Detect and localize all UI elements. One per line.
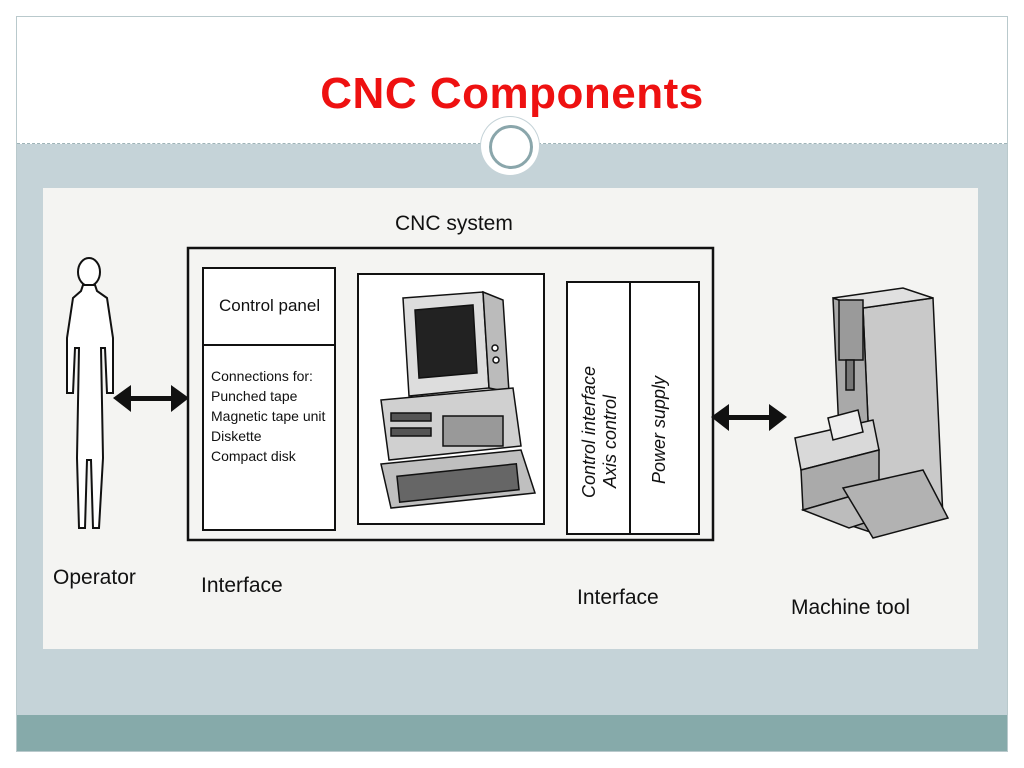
circle-ornament-ring (489, 125, 533, 169)
double-arrow-icon (711, 404, 787, 431)
connection-item: Punched tape (211, 388, 298, 404)
connection-item: Magnetic tape unit (211, 408, 326, 424)
interface-right-label: Interface (577, 586, 659, 609)
slide-frame (16, 16, 1008, 752)
double-arrow-icon (113, 385, 189, 412)
control-panel-label: Control panel (219, 296, 321, 315)
slide-title: CNC Components (320, 69, 704, 118)
cnc-diagram-figure: CNC system Control panel Connections for… (43, 188, 978, 649)
cnc-system-box (186, 246, 715, 542)
connections-heading: Connections for: (211, 368, 313, 384)
circle-ornament-icon (481, 117, 539, 175)
computer-icon (380, 290, 537, 509)
operator-label: Operator (53, 566, 136, 589)
cnc-system-label: CNC system (395, 212, 513, 235)
operator-figure-icon (66, 257, 114, 529)
cnc-diagram-graphic (66, 246, 950, 542)
axis-control-label: Axis control (600, 394, 620, 488)
control-panel-box (202, 267, 336, 531)
connection-item: Diskette (211, 428, 262, 444)
machine-tool-icon (794, 287, 950, 539)
interface-power-box (566, 281, 700, 535)
connection-item: Compact disk (211, 448, 296, 464)
power-supply-label: Power supply (649, 375, 669, 484)
footer-bar (17, 715, 1007, 751)
machine-tool-label: Machine tool (791, 596, 911, 619)
control-interface-label: Control interface (579, 365, 599, 498)
interface-left-label: Interface (201, 574, 283, 597)
